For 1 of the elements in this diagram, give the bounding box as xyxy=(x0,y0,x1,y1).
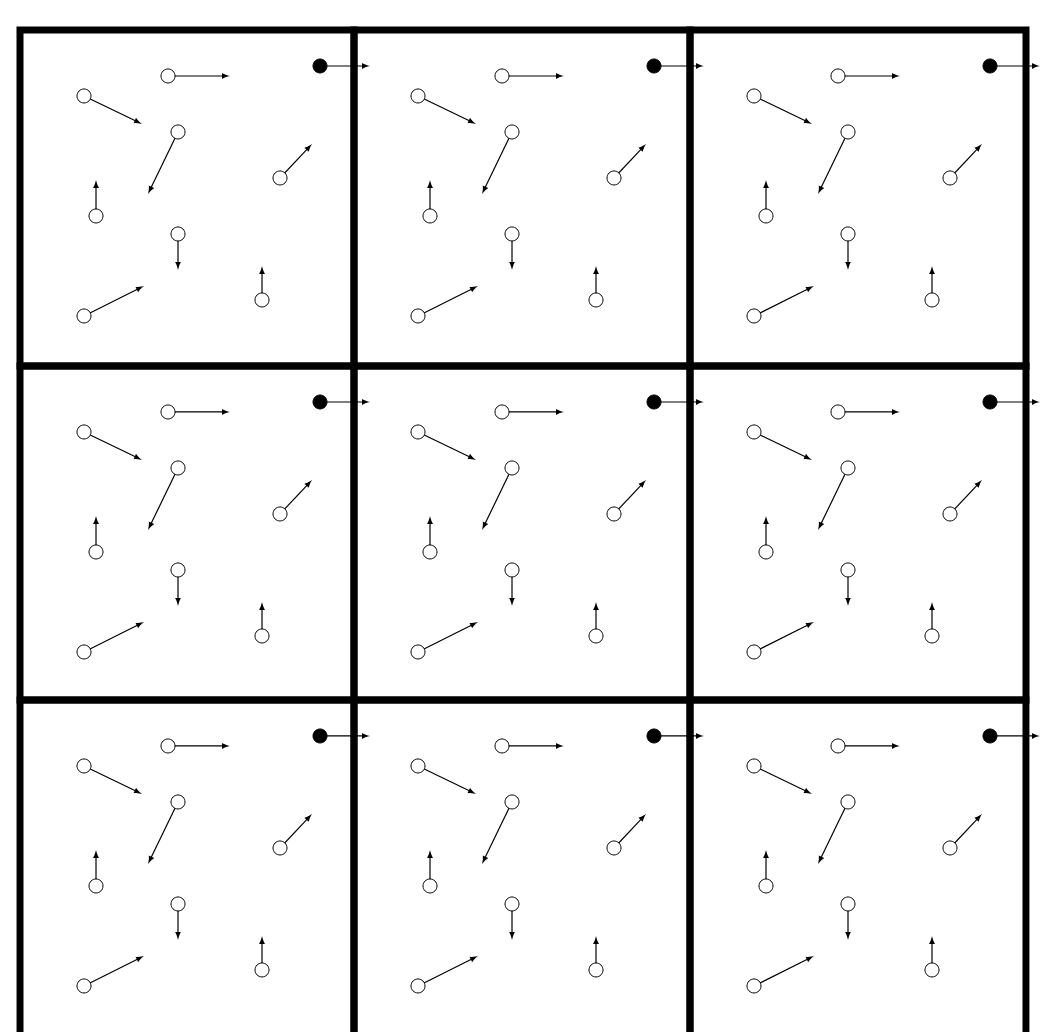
simulation-cell xyxy=(686,696,1030,1032)
